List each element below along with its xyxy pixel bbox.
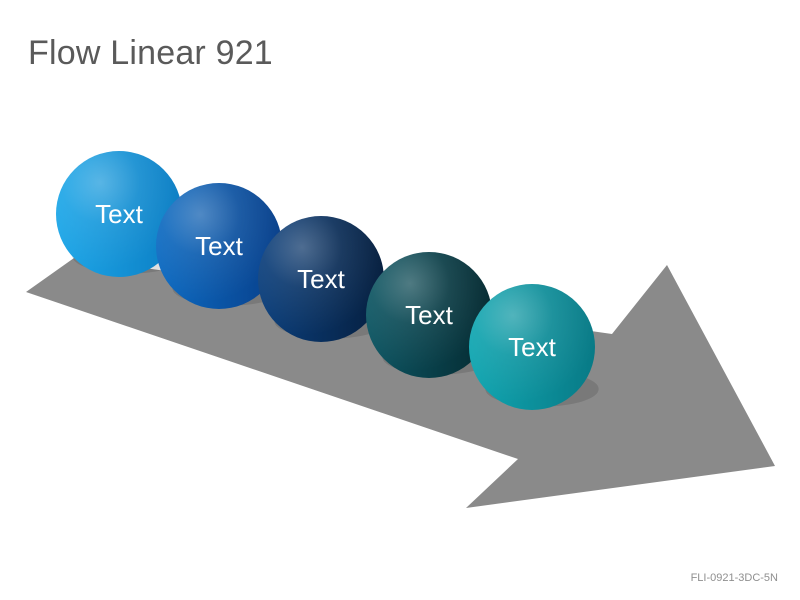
step-gloss-3 — [258, 216, 384, 342]
step-gloss-5 — [469, 284, 595, 410]
step-label-4: Text — [405, 300, 453, 330]
step-bubble-5: Text — [469, 284, 599, 410]
step-bubble-1: Text — [56, 151, 186, 277]
step-label-3: Text — [297, 264, 345, 294]
step-label-5: Text — [508, 332, 556, 362]
flow-arrow — [26, 258, 775, 508]
step-label-2: Text — [195, 231, 243, 261]
step-gloss-4 — [366, 252, 492, 378]
step-gloss-2 — [156, 183, 282, 309]
step-bubble-3: Text — [258, 216, 388, 342]
page-title: Flow Linear 921 — [28, 34, 273, 72]
diagram-code: FLI-0921-3DC-5N — [690, 572, 778, 584]
step-gloss-1 — [56, 151, 182, 277]
step-bubble-2: Text — [156, 183, 286, 309]
step-bubble-4: Text — [366, 252, 496, 378]
step-label-1: Text — [95, 199, 143, 229]
